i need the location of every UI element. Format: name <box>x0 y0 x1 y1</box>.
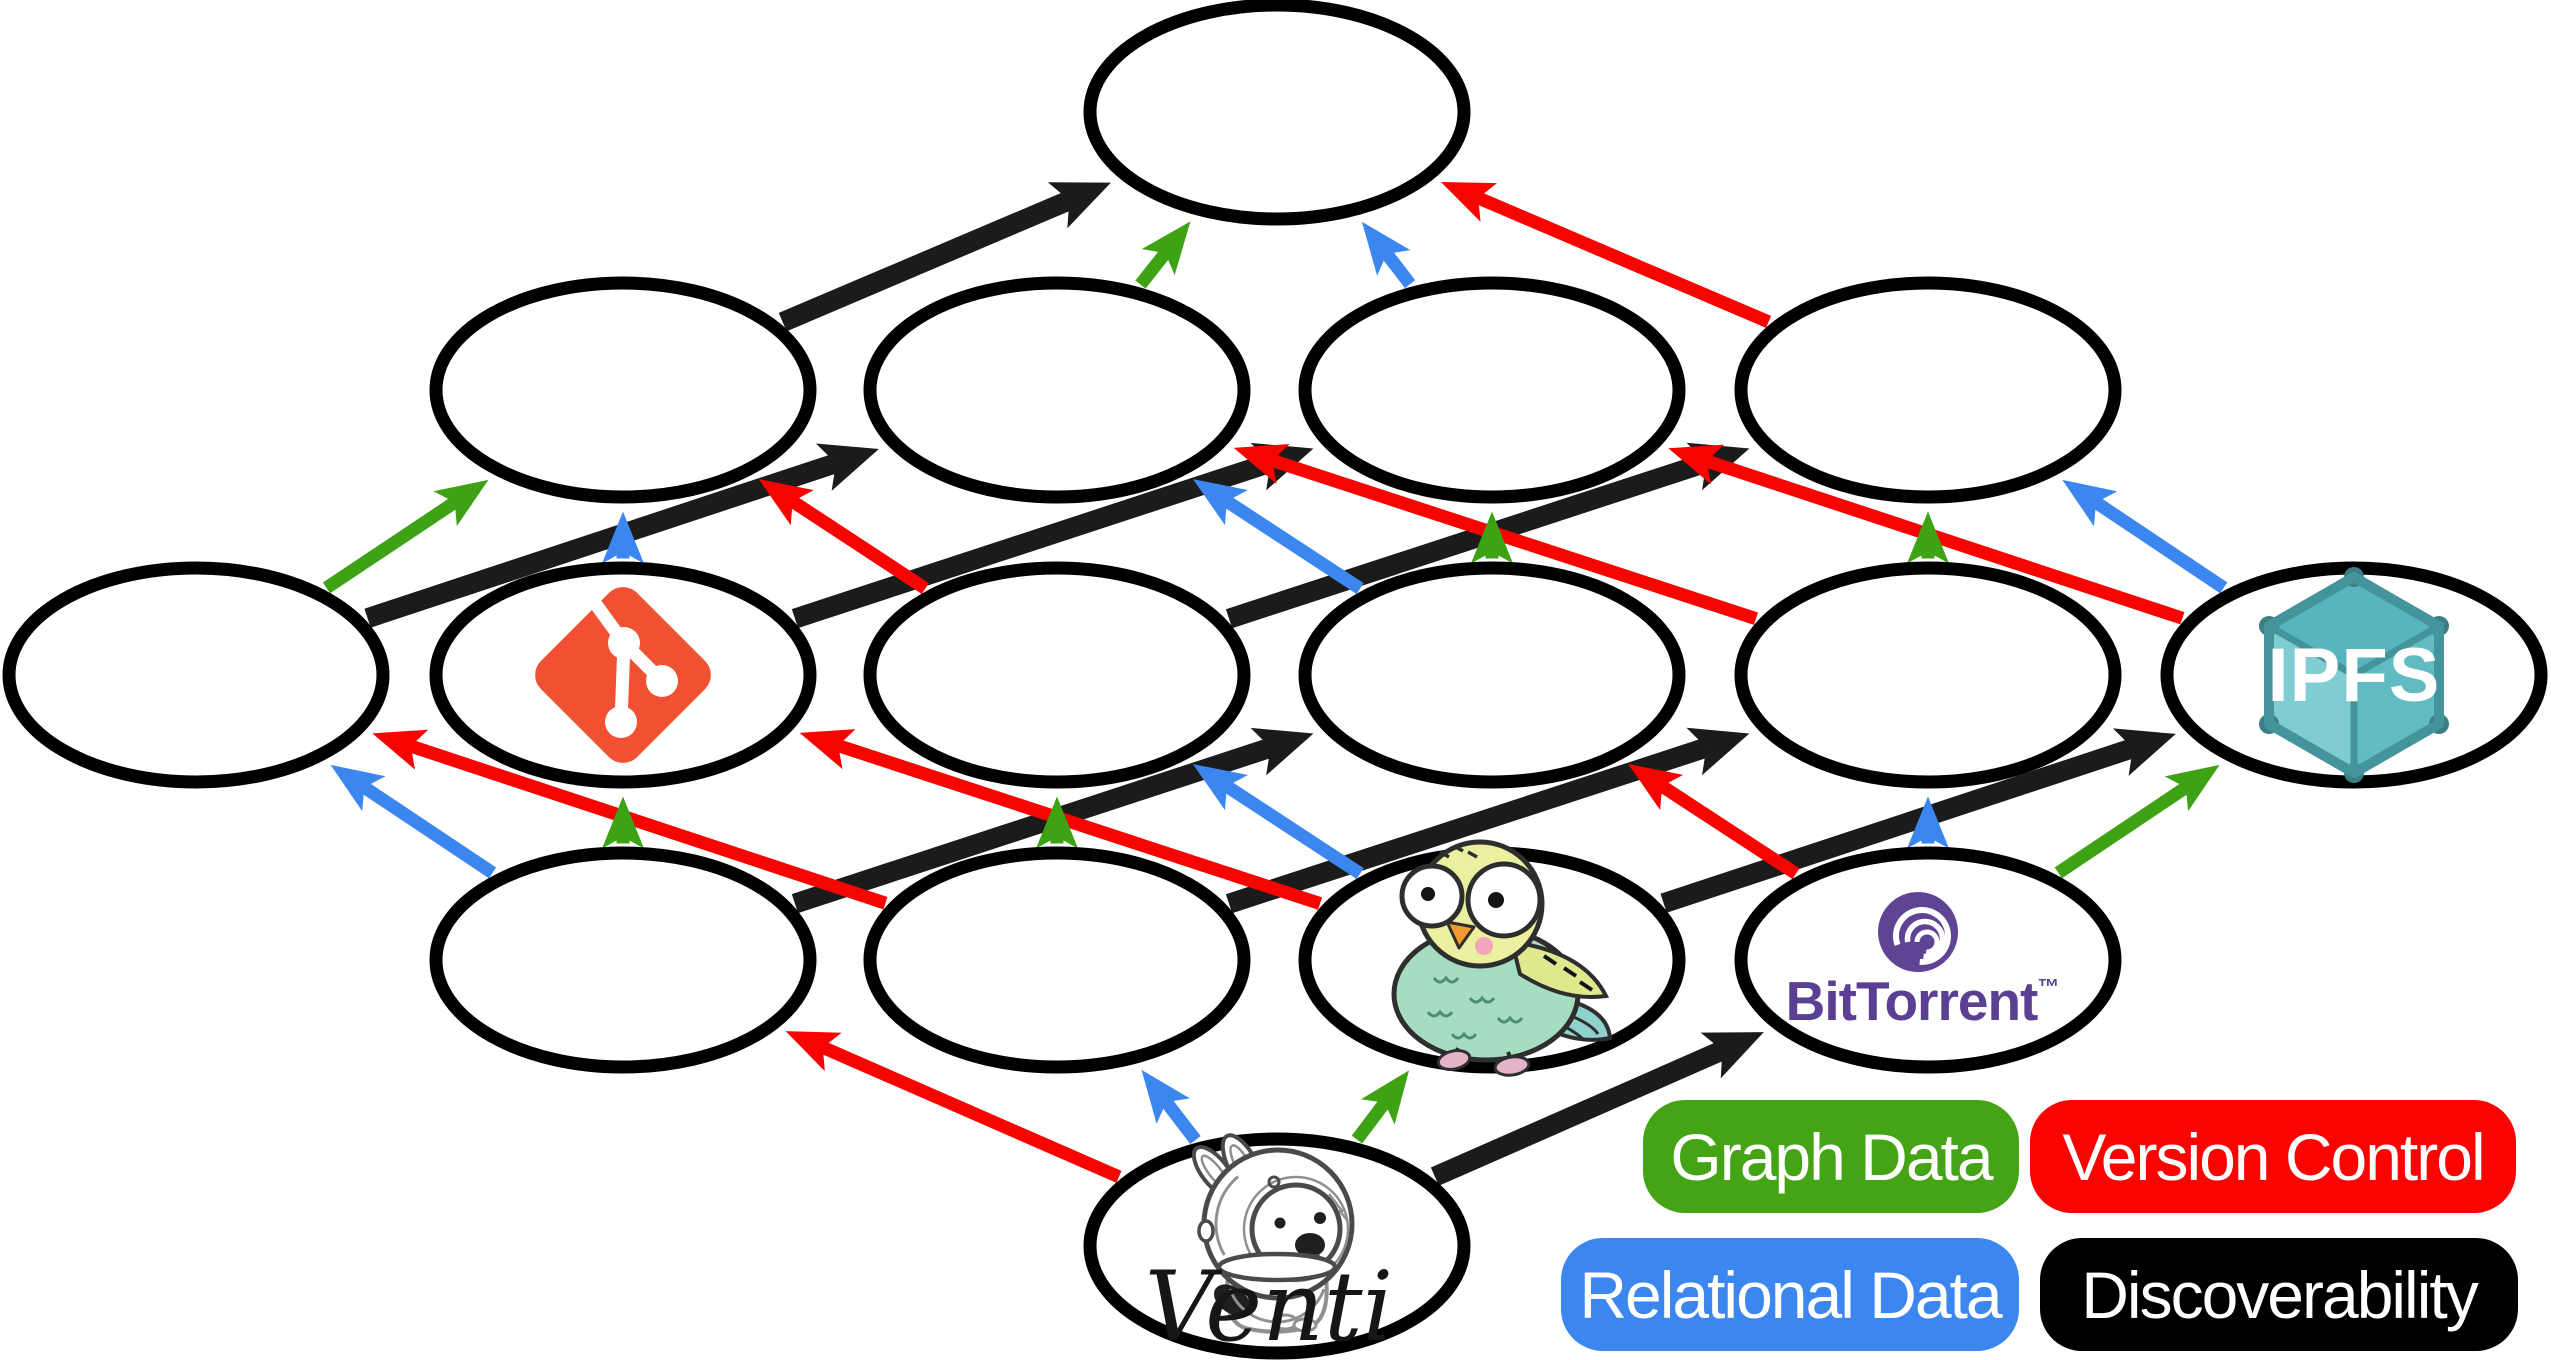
edge-relational-c3-b3 <box>1223 780 1364 880</box>
legend-label: Relational Data <box>1579 1257 2002 1332</box>
node-c1 <box>429 846 817 1074</box>
arrowhead-discoverability <box>1700 1032 1764 1079</box>
arrowhead-discoverability <box>1047 182 1111 229</box>
edge-discoverability-c2-b5 <box>1225 738 1710 914</box>
node-b3 <box>863 561 1251 789</box>
ipfs-logo: IPFS <box>2259 567 2449 783</box>
arrowhead-relational <box>602 511 644 564</box>
legend-version-control: Version Control <box>2030 1100 2516 1213</box>
node-b1 <box>2 561 390 789</box>
edge-version_control-b6-a3 <box>1704 454 2185 625</box>
node-t <box>1083 0 1471 226</box>
arrowhead-graph <box>1471 511 1513 564</box>
arrowhead-version_control <box>1668 444 1725 485</box>
edge-relational-b4-a2 <box>1223 495 1364 595</box>
arrowhead-version_control <box>758 479 814 526</box>
legend-label: Version Control <box>2062 1119 2485 1194</box>
legend-discoverability: Discoverability <box>2040 1238 2518 1351</box>
legend-graph-data: Graph Data <box>1643 1100 2019 1213</box>
edge-discoverability-b3-a4 <box>1225 453 1710 629</box>
edge-discoverability-b2-a3 <box>791 453 1274 629</box>
arrowhead-relational <box>2062 479 2118 527</box>
arrowhead-version_control <box>1233 444 1290 484</box>
arrowhead-relational <box>1907 796 1949 849</box>
arrowhead-relational <box>1192 764 1248 811</box>
ipfs-logo-text: IPFS <box>2268 633 2441 718</box>
edge-discoverability-a1-t <box>778 191 1074 332</box>
legend-label: Discoverability <box>2081 1257 2478 1332</box>
node-a1 <box>429 276 817 504</box>
edge-version_control-c2-b1 <box>408 739 888 910</box>
node-b4 <box>1298 561 1686 789</box>
arrowhead-graph <box>1141 221 1191 276</box>
edge-discoverability-c1-b4 <box>791 738 1274 914</box>
legend-relational-data: Relational Data <box>1561 1238 2019 1351</box>
venti-caption: Venti <box>1145 1251 1393 1360</box>
legend-label: Graph Data <box>1670 1119 1993 1194</box>
arrowhead-version_control <box>799 729 856 770</box>
edge-version_control-b3-a1 <box>789 495 929 594</box>
bittorrent-logo: BitTorrent™ <box>1786 892 2059 1032</box>
arrowhead-relational <box>1141 1069 1190 1124</box>
edge-version_control-c3-b2 <box>836 739 1323 910</box>
edge-relational-v-c2 <box>1161 1098 1201 1144</box>
arrowhead-graph <box>2164 764 2220 812</box>
arrowhead-version_control <box>1628 763 1684 811</box>
node-c2 <box>863 846 1251 1074</box>
edge-version_control-c4-b4 <box>1658 780 1800 880</box>
edges-version_control <box>372 182 2185 1183</box>
arrowhead-discoverability <box>1686 727 1750 776</box>
arrowhead-discoverability <box>2112 728 2176 776</box>
arrowhead-version_control <box>785 1031 842 1072</box>
bittorrent-logo-text: BitTorrent™ <box>1786 970 2059 1032</box>
arrowhead-version_control <box>372 729 429 770</box>
venti-logo: Venti <box>1145 1133 1393 1360</box>
edges-relational <box>330 221 2228 1144</box>
arrowhead-relational <box>330 764 386 812</box>
node-a2 <box>863 276 1251 504</box>
edges-graph <box>322 221 2220 1144</box>
arrowhead-relational <box>1192 479 1248 526</box>
edge-version_control-b5-a2 <box>1270 454 1758 625</box>
edge-version_control-a4-t <box>1475 191 1772 328</box>
edge-graph-b1-a1 <box>322 496 459 594</box>
edge-graph-a2-t <box>1135 249 1171 289</box>
node-b5 <box>1734 561 2122 789</box>
arrowhead-discoverability <box>1250 727 1314 776</box>
edge-discoverability-c3-b6 <box>1660 738 2136 913</box>
edge-graph-c4-b6 <box>2054 782 2190 879</box>
arrowhead-graph <box>433 479 489 527</box>
arrowhead-discoverability <box>815 443 879 491</box>
node-a4 <box>1734 276 2122 504</box>
edge-discoverability-b1-a2 <box>364 453 840 628</box>
edge-discoverability-v-c4 <box>1430 1041 1727 1186</box>
git-logo <box>535 587 711 763</box>
arrowhead-version_control <box>1440 182 1498 222</box>
arrowhead-graph <box>1907 511 1949 564</box>
node-a3 <box>1298 276 1686 504</box>
edge-relational-b6-a4 <box>2092 497 2228 594</box>
budgie-logo <box>1391 839 1613 1077</box>
arrowhead-relational <box>1361 221 1411 276</box>
edge-relational-a3-t <box>1381 249 1416 289</box>
arrowhead-graph <box>602 796 644 849</box>
edge-version_control-v-c1 <box>820 1041 1122 1183</box>
edge-relational-c1-b1 <box>360 781 497 879</box>
arrowhead-graph <box>1361 1070 1410 1125</box>
edge-graph-v-c3 <box>1351 1098 1390 1144</box>
arrowhead-graph <box>1036 796 1078 849</box>
